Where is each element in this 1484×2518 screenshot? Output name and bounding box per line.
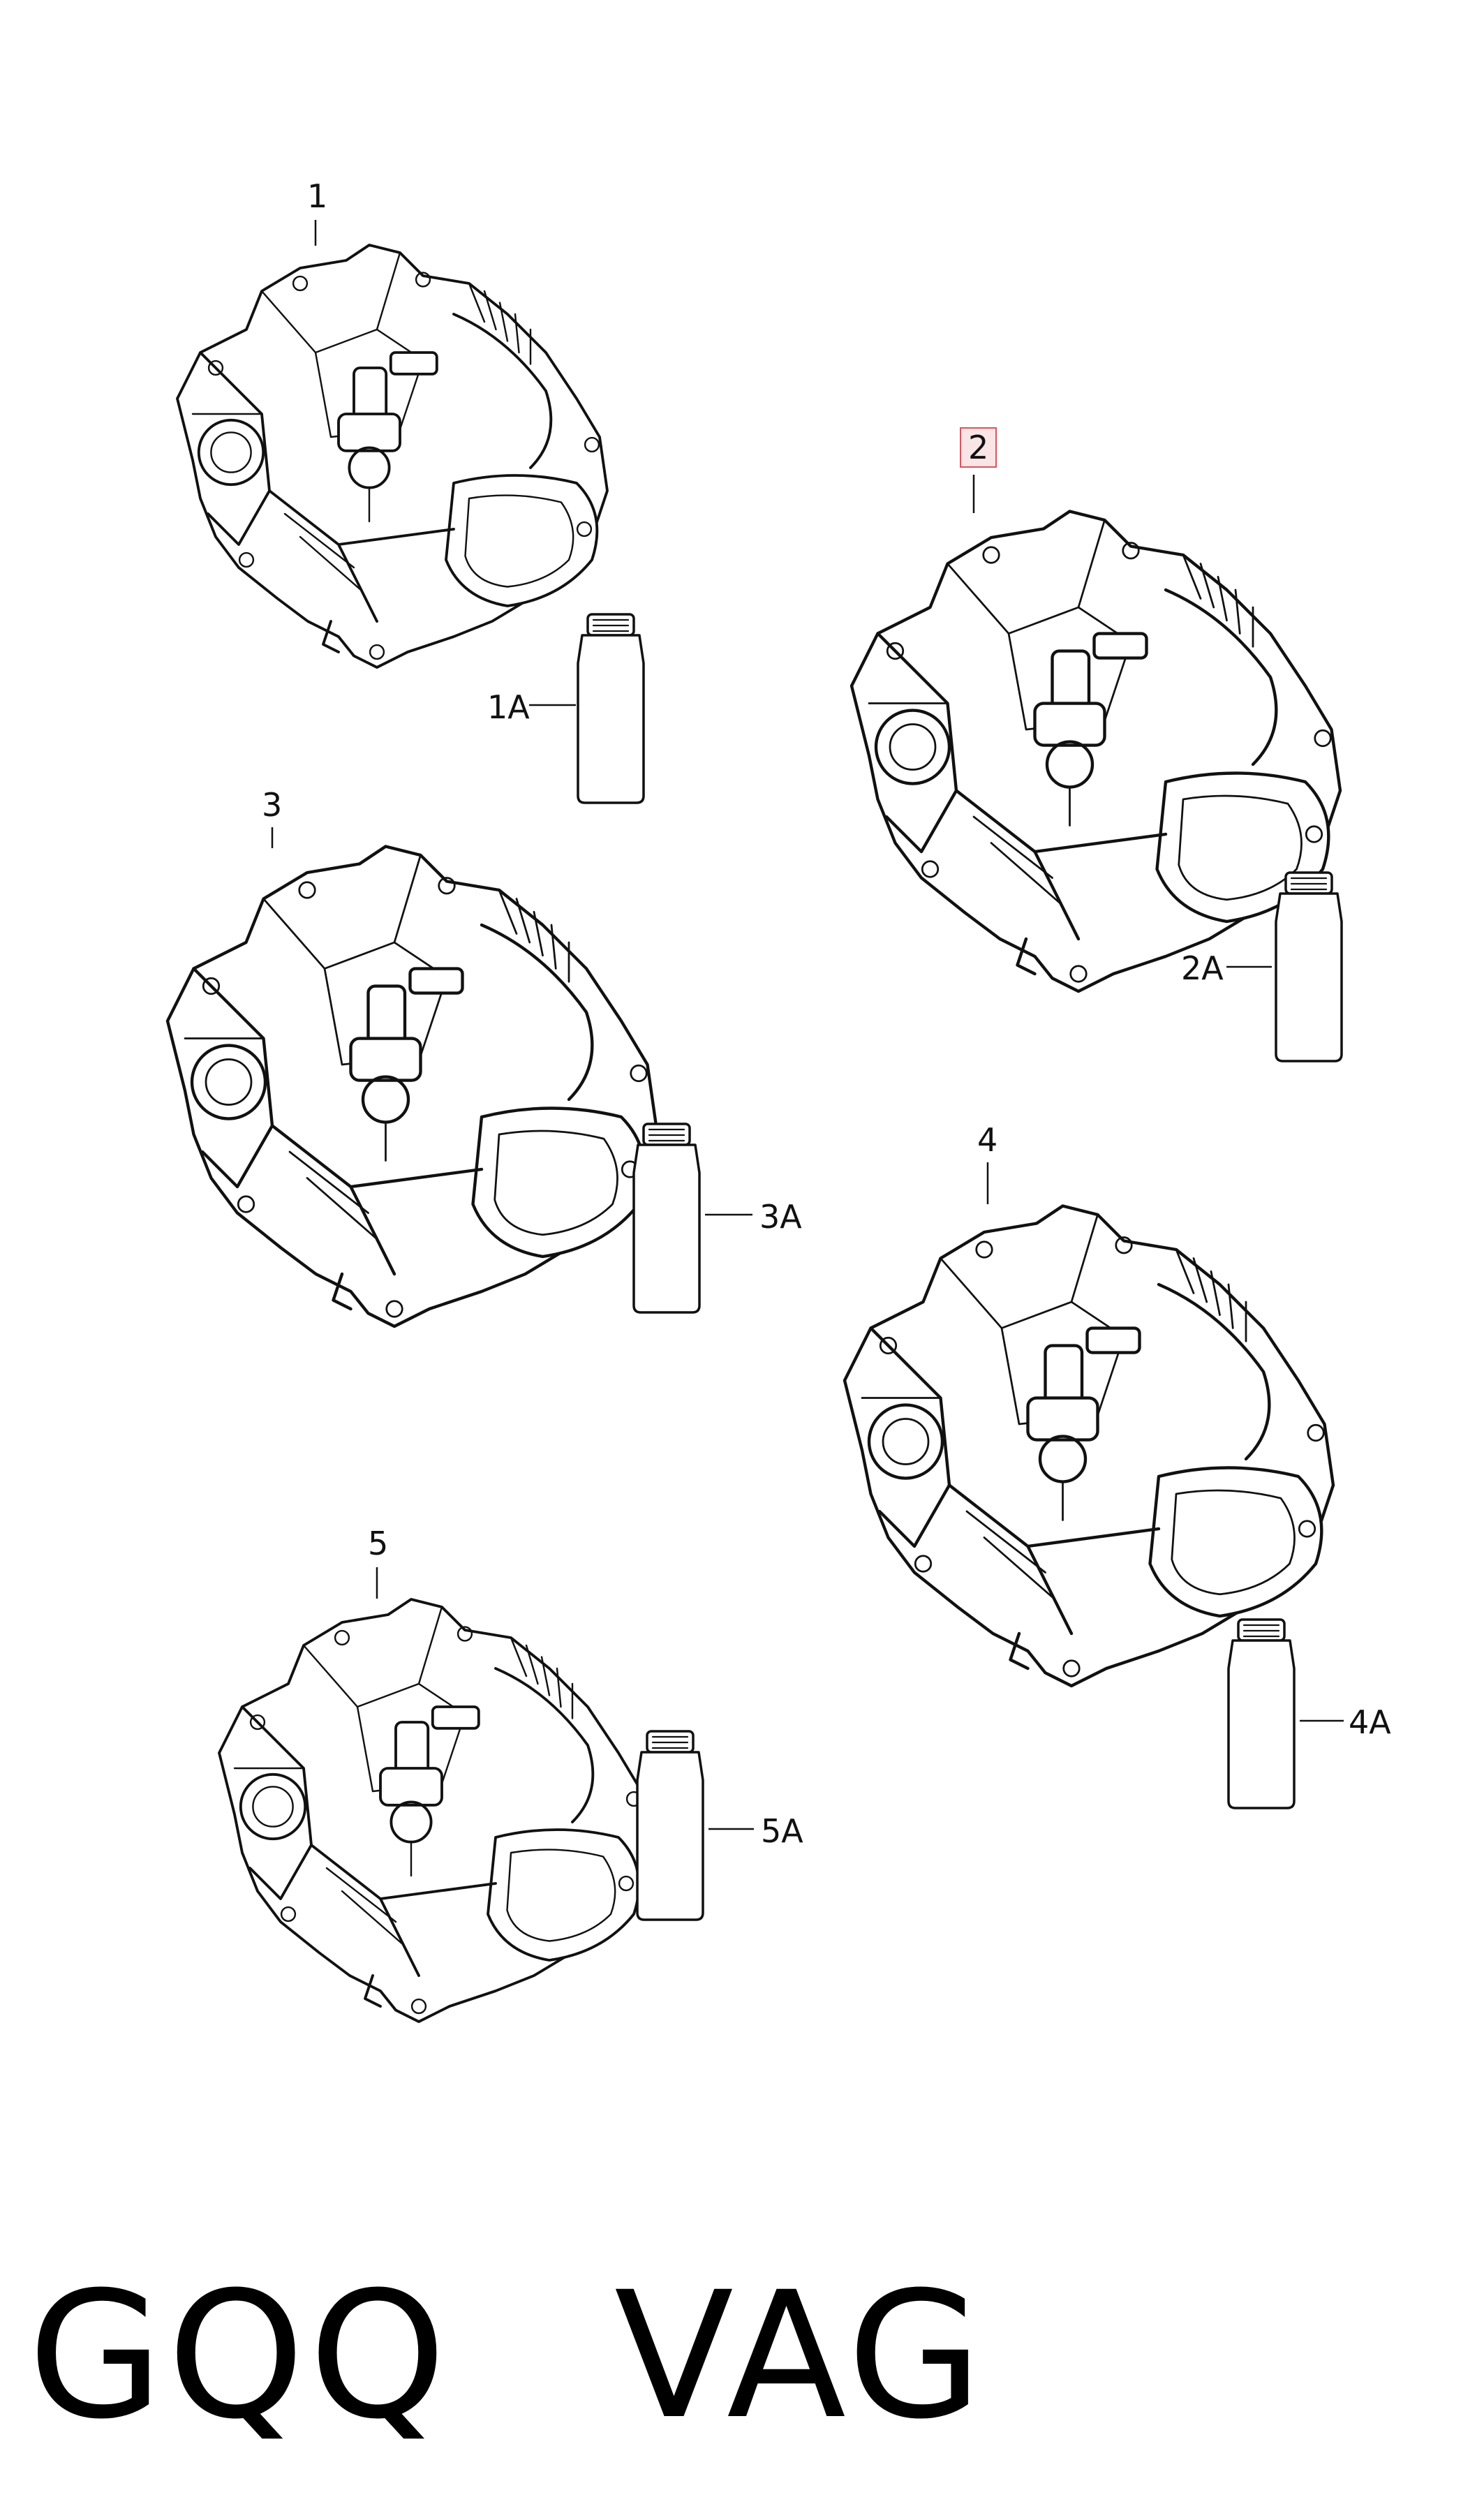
oil-bottle-5a-drawing xyxy=(636,1730,704,1921)
watermark-right: VAG xyxy=(614,2254,987,2457)
callout-2a: 2A xyxy=(1181,949,1224,987)
callout-1: 1 xyxy=(307,177,328,215)
oil-bottle-3a-drawing xyxy=(632,1123,701,1314)
callout-3a: 3A xyxy=(759,1198,802,1236)
gearbox-5-drawing xyxy=(218,1598,651,2023)
callout-1a: 1A xyxy=(487,688,530,726)
callout-5: 5 xyxy=(368,1525,389,1562)
gearbox-1-drawing xyxy=(176,244,609,669)
gearbox-2-drawing xyxy=(852,512,1340,992)
oil-bottle-4a-drawing xyxy=(1227,1618,1296,1809)
callout-3: 3 xyxy=(262,786,283,824)
oil-bottle-1a-drawing xyxy=(577,613,645,804)
callout-4a: 4A xyxy=(1349,1703,1391,1741)
callout-4: 4 xyxy=(977,1121,998,1159)
callout-5a: 5A xyxy=(761,1812,803,1850)
watermark-left: GQQ xyxy=(28,2254,451,2457)
oil-bottle-2a-drawing xyxy=(1275,871,1343,1062)
gearbox-4-drawing xyxy=(845,1206,1333,1687)
gearbox-3-drawing xyxy=(168,847,656,1327)
callout-2-highlighted[interactable]: 2 xyxy=(960,427,997,468)
